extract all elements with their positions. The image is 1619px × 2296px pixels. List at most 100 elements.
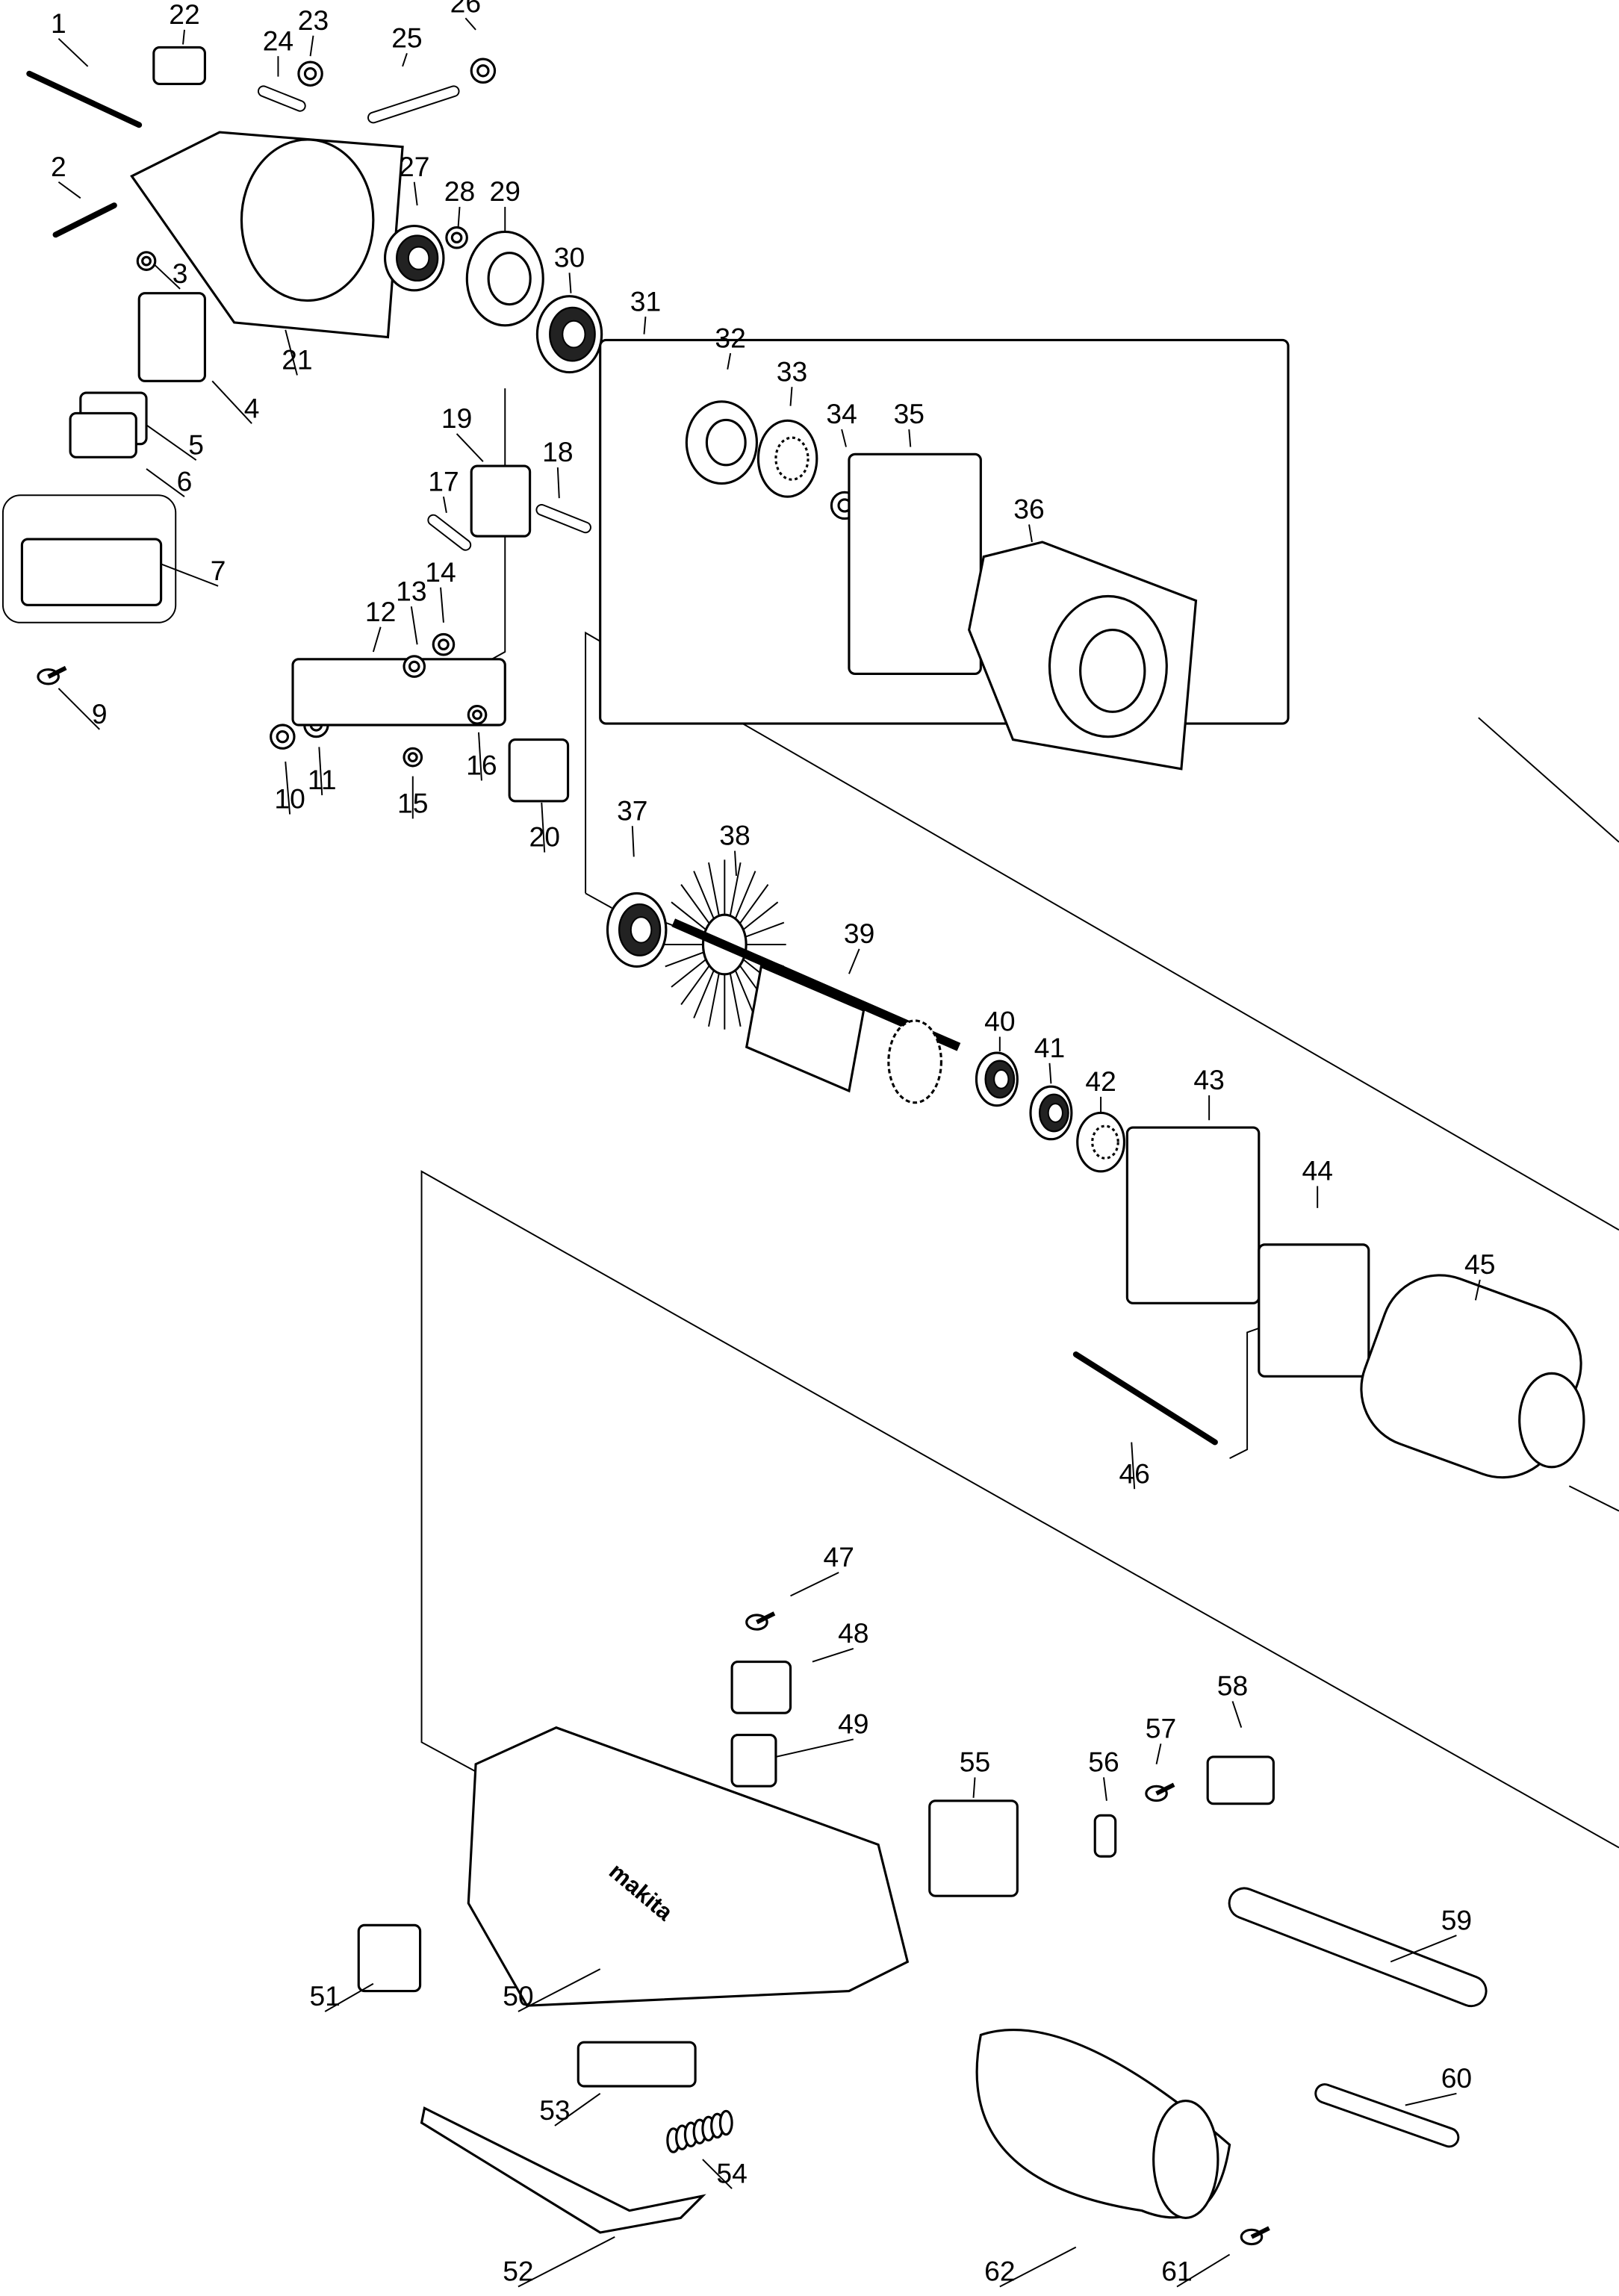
part-number-label-27[interactable]: 27 (399, 151, 429, 182)
part-62-cap[interactable] (975, 2029, 1231, 2219)
part-number-label-6[interactable]: 6 (177, 465, 193, 497)
part-number-label-1[interactable]: 1 (51, 7, 66, 39)
part-2-bolt[interactable] (52, 202, 117, 238)
part-number-label-15[interactable]: 15 (397, 788, 428, 819)
part-number-label-50[interactable]: 50 (503, 1980, 533, 2012)
part-number-label-39[interactable]: 39 (844, 918, 874, 949)
part-number-label-26[interactable]: 26 (450, 0, 481, 18)
part-13-washer[interactable] (403, 655, 426, 678)
part-number-label-46[interactable]: 46 (1119, 1457, 1149, 1489)
part-58-block[interactable] (1206, 1755, 1275, 1805)
part-19-yoke[interactable] (470, 464, 532, 538)
part-number-label-55[interactable]: 55 (960, 1746, 990, 1778)
part-number-label-57[interactable]: 57 (1146, 1712, 1176, 1743)
part-61-screw[interactable] (1240, 2226, 1270, 2246)
part-53-plate[interactable] (577, 2041, 697, 2088)
part-number-label-20[interactable]: 20 (529, 821, 559, 853)
part-7-plate[interactable] (20, 538, 163, 606)
part-40-bearing[interactable] (975, 1051, 1019, 1107)
part-32-ring[interactable] (685, 400, 759, 485)
part-number-label-17[interactable]: 17 (428, 465, 459, 497)
part-39-armature[interactable] (671, 918, 961, 1104)
part-44-holder[interactable] (1258, 1243, 1370, 1378)
part-number-label-60[interactable]: 60 (1441, 2062, 1472, 2094)
part-number-label-38[interactable]: 38 (719, 820, 750, 851)
part-25-pin[interactable] (367, 85, 460, 124)
part-number-label-45[interactable]: 45 (1464, 1248, 1495, 1280)
part-number-label-41[interactable]: 41 (1034, 1032, 1065, 1063)
part-59-tube[interactable] (1228, 1887, 1488, 2008)
part-15-washer[interactable] (403, 747, 423, 768)
part-52-lever[interactable] (420, 2106, 706, 2234)
part-23-nut[interactable] (297, 60, 323, 87)
part-number-label-16[interactable]: 16 (466, 750, 497, 781)
part-number-label-61[interactable]: 61 (1161, 2256, 1192, 2287)
part-number-label-52[interactable]: 52 (503, 2256, 533, 2287)
part-21-housing[interactable] (130, 131, 404, 339)
part-22-block[interactable] (152, 46, 206, 85)
part-number-label-42[interactable]: 42 (1085, 1065, 1116, 1097)
part-35-plate[interactable] (848, 452, 982, 675)
part-54-spring[interactable] (666, 2109, 733, 2153)
part-56-tab[interactable] (1093, 1814, 1117, 1858)
part-number-label-28[interactable]: 28 (444, 175, 475, 207)
part-number-label-14[interactable]: 14 (425, 556, 456, 588)
part-47-screw[interactable] (745, 1611, 776, 1631)
part-number-label-51[interactable]: 51 (309, 1980, 340, 2012)
part-number-label-12[interactable]: 12 (365, 596, 396, 627)
part-number-label-9[interactable]: 9 (92, 698, 108, 729)
part-14-washer[interactable] (432, 632, 456, 656)
part-37-bearing[interactable] (606, 892, 668, 968)
part-1-bolt[interactable] (26, 70, 143, 128)
part-number-label-13[interactable]: 13 (396, 575, 426, 606)
part-12-blade[interactable] (291, 658, 506, 727)
part-number-label-4[interactable]: 4 (244, 392, 260, 423)
part-48-brushholder[interactable] (730, 1660, 792, 1714)
part-number-label-33[interactable]: 33 (777, 355, 807, 387)
part-number-label-47[interactable]: 47 (823, 1541, 854, 1572)
part-number-label-18[interactable]: 18 (542, 436, 573, 467)
part-17-pin[interactable] (427, 514, 472, 551)
part-number-label-11[interactable]: 11 (308, 764, 337, 795)
part-20-block[interactable] (508, 738, 570, 803)
part-24-pin[interactable] (257, 85, 306, 112)
part-number-label-2[interactable]: 2 (51, 151, 66, 182)
part-50-motorhousing[interactable]: makita (467, 1726, 910, 2007)
part-number-label-53[interactable]: 53 (539, 2094, 570, 2126)
part-number-label-49[interactable]: 49 (838, 1708, 868, 1740)
part-number-label-7[interactable]: 7 (211, 555, 226, 586)
part-number-label-56[interactable]: 56 (1088, 1746, 1119, 1778)
part-30-bearing[interactable] (535, 295, 603, 374)
part-49-brush[interactable] (730, 1733, 777, 1788)
part-number-label-22[interactable]: 22 (169, 0, 199, 30)
part-number-label-23[interactable]: 23 (298, 4, 329, 36)
part-number-label-62[interactable]: 62 (984, 2256, 1015, 2287)
part-number-label-19[interactable]: 19 (441, 402, 472, 434)
part-number-label-34[interactable]: 34 (826, 398, 857, 429)
part-26-clip[interactable] (470, 57, 497, 84)
part-number-label-35[interactable]: 35 (894, 398, 925, 429)
part-number-label-59[interactable]: 59 (1441, 1904, 1472, 1935)
part-number-label-3[interactable]: 3 (173, 258, 188, 289)
part-29-ring[interactable] (465, 230, 544, 327)
part-45-stator[interactable] (1345, 1259, 1597, 1494)
part-9-screw[interactable] (37, 665, 67, 685)
part-number-label-37[interactable]: 37 (617, 794, 647, 826)
part-10-washer[interactable] (270, 724, 296, 750)
part-number-label-54[interactable]: 54 (716, 2157, 747, 2188)
part-number-label-21[interactable]: 21 (282, 344, 312, 376)
part-27-bearing[interactable] (383, 224, 445, 292)
part-number-label-36[interactable]: 36 (1013, 494, 1044, 525)
part-16-washer[interactable] (467, 704, 488, 725)
part-55-switch[interactable] (928, 1799, 1019, 1897)
part-33-gear[interactable] (756, 419, 818, 498)
part-number-label-40[interactable]: 40 (984, 1006, 1015, 1037)
part-42-gear[interactable] (1076, 1111, 1126, 1173)
part-number-label-29[interactable]: 29 (490, 175, 520, 207)
part-number-label-44[interactable]: 44 (1302, 1155, 1332, 1186)
part-36-housing2[interactable] (968, 541, 1198, 771)
part-number-label-43[interactable]: 43 (1193, 1064, 1224, 1095)
part-number-label-58[interactable]: 58 (1217, 1670, 1248, 1702)
part-51-block[interactable] (357, 1923, 422, 1993)
part-number-label-32[interactable]: 32 (715, 322, 745, 353)
